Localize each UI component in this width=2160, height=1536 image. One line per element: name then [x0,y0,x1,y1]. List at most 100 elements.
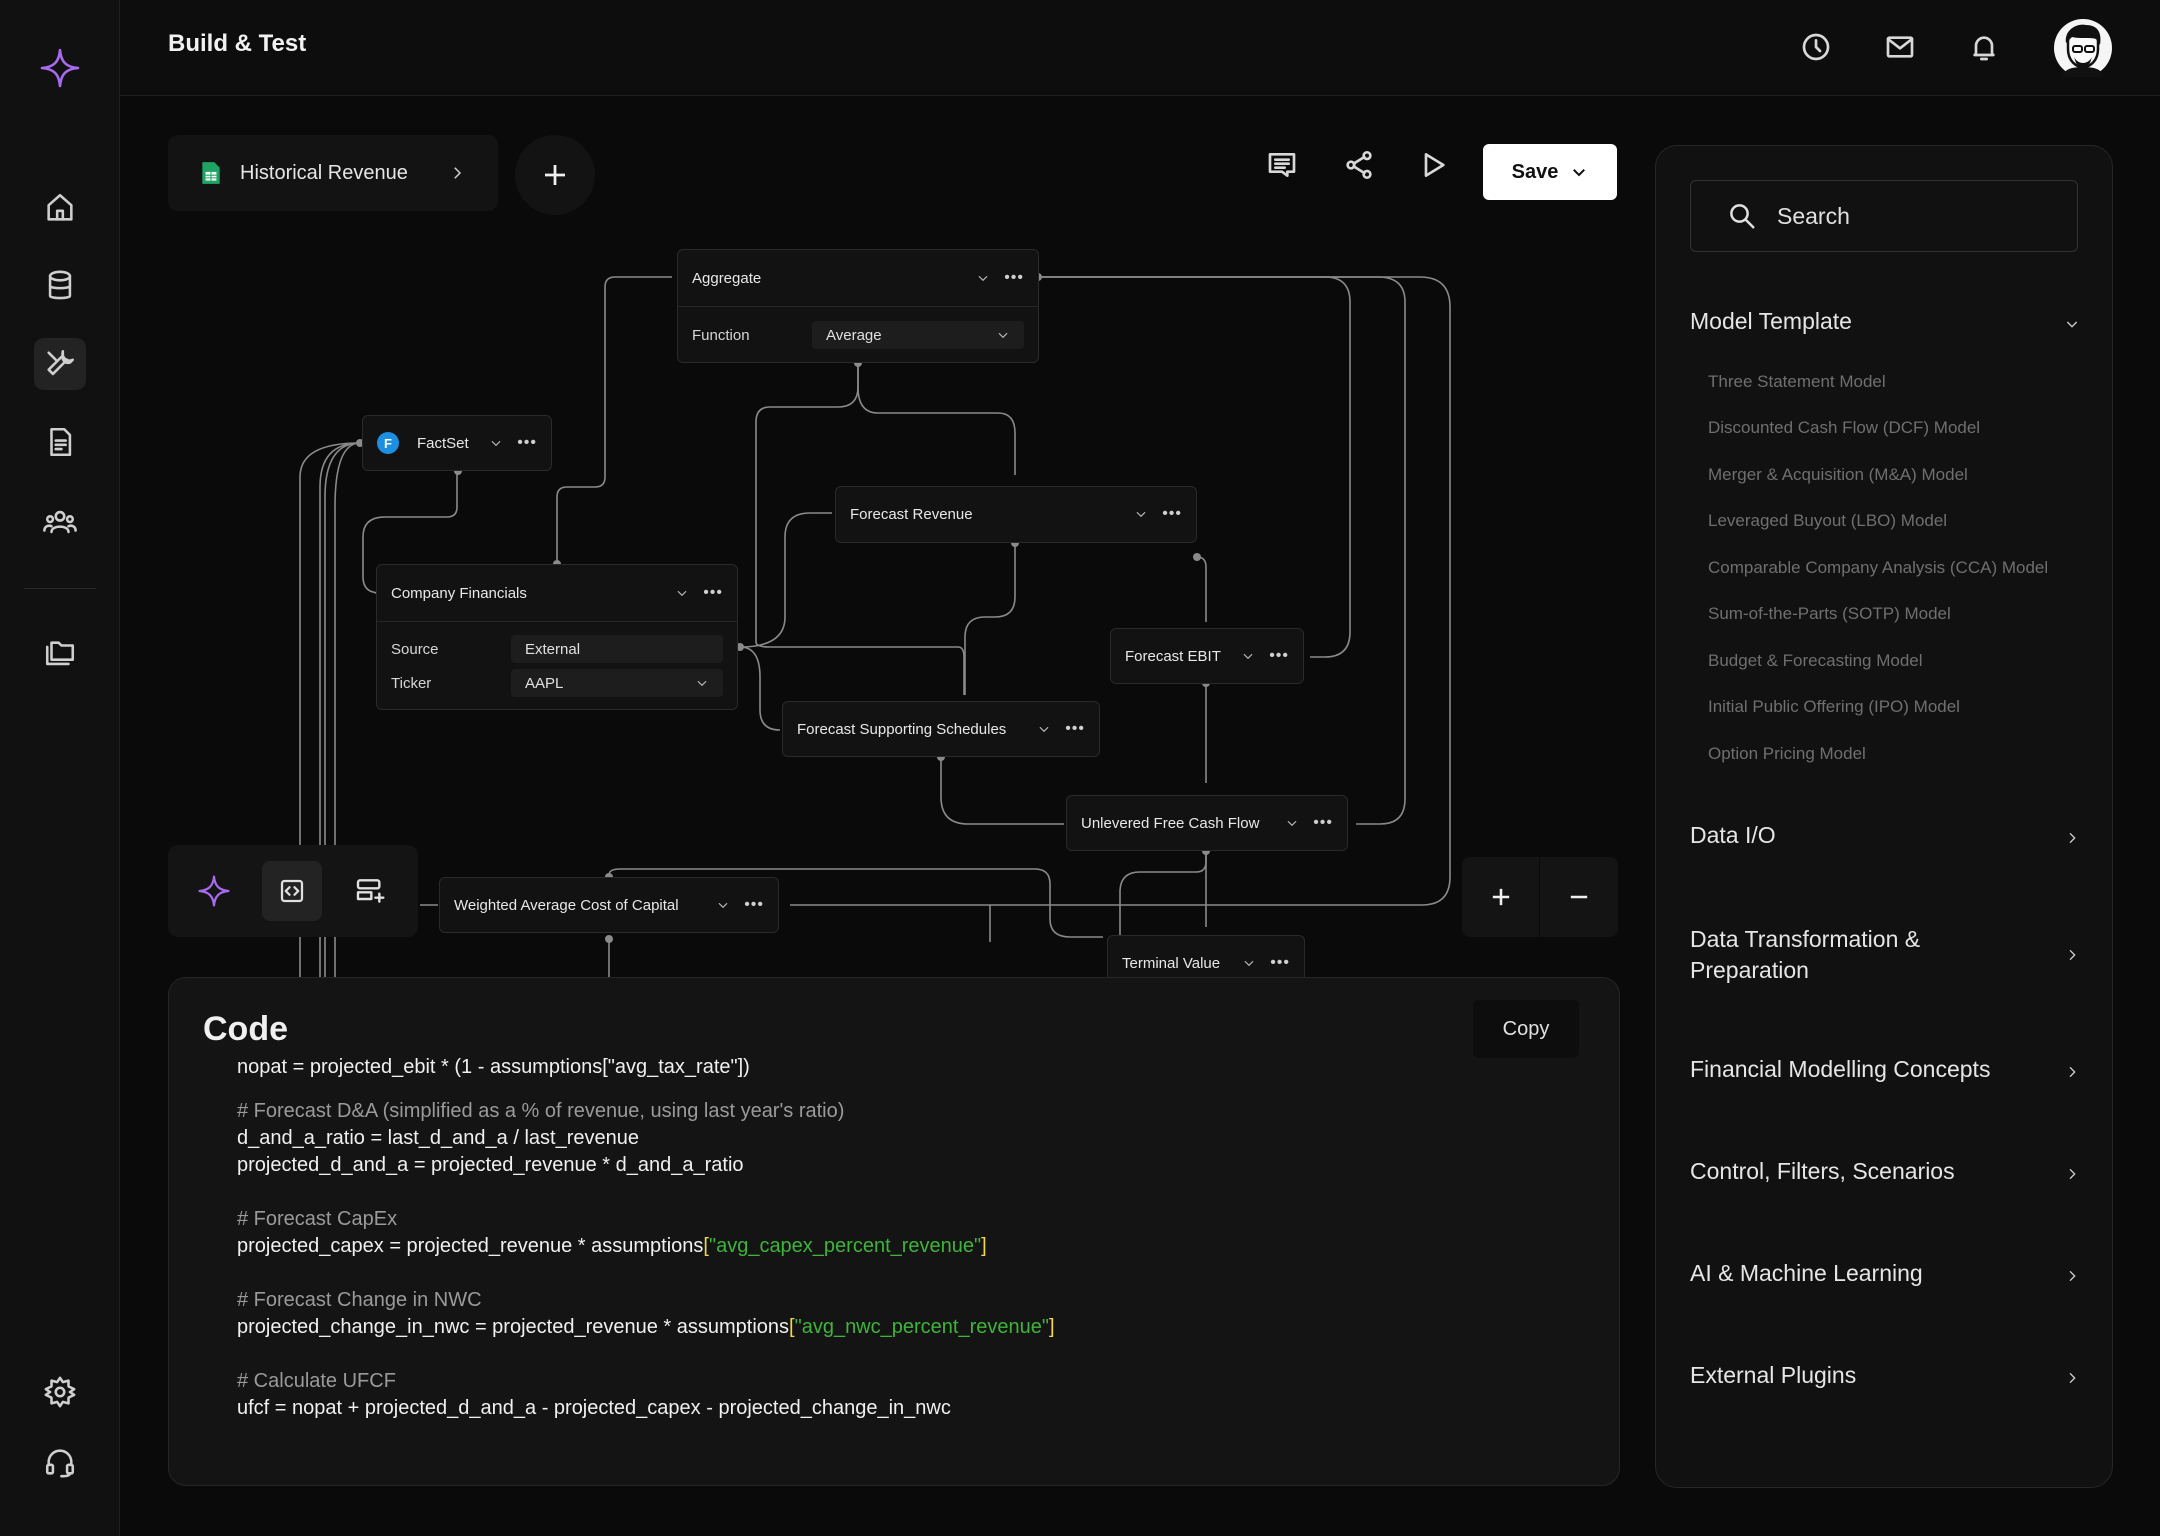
copy-button[interactable]: Copy [1473,1000,1579,1058]
search-input[interactable]: Search [1690,180,2078,252]
sidebar-item-home[interactable] [34,182,86,234]
code-icon [280,879,304,903]
chevron-down-icon[interactable] [1285,816,1299,830]
model-template-item[interactable]: Budget & Forecasting Model [1708,651,1923,670]
node-company-financials[interactable]: Company Financials ••• Source External T… [376,564,738,710]
section-title: Financial Modelling Concepts [1690,1056,1991,1082]
code-view-button[interactable] [262,861,322,921]
chevron-down-icon [998,332,1008,339]
sidebar-item-settings[interactable] [34,1366,86,1418]
chevron-right-icon [454,167,462,179]
chevron-down-icon [1573,169,1586,177]
run-button[interactable] [1412,143,1456,187]
node-title: Terminal Value [1122,954,1221,972]
more-icon[interactable]: ••• [1162,505,1182,522]
ai-assist-button[interactable] [184,861,244,921]
chevron-down-icon[interactable] [1037,722,1051,736]
chevron-down-icon[interactable] [1134,507,1148,521]
node-forecast-revenue[interactable]: Forecast Revenue ••• [835,486,1197,543]
chevron-down-icon[interactable] [675,586,689,600]
model-template-item[interactable]: Merger & Acquisition (M&A) Model [1708,465,1968,484]
source-field[interactable]: External [511,635,723,663]
zoom-in-button[interactable] [1462,857,1540,937]
chevron-down-icon[interactable] [489,436,503,450]
source-chip[interactable]: Historical Revenue [168,135,498,211]
code-panel: Code Copy nopat = projected_ebit * (1 - … [168,977,1620,1486]
more-icon[interactable]: ••• [1004,269,1024,286]
node-aggregate[interactable]: Aggregate ••• Function Average [677,249,1039,363]
comments-button[interactable] [1260,143,1304,187]
flow-canvas[interactable]: Historical Revenue Save Aggregate ••• Fu… [120,97,1640,1536]
function-select[interactable]: Average [812,321,1024,349]
node-factset[interactable]: F FactSet ••• [362,415,552,471]
users-icon [43,510,77,534]
add-row-button[interactable] [340,861,400,921]
chevron-down-icon[interactable] [1241,649,1255,663]
avatar[interactable] [2054,19,2112,77]
zoom-divider [1539,857,1540,937]
model-template-item[interactable]: Comparable Company Analysis (CCA) Model [1708,558,2049,577]
node-forecast-ebit[interactable]: Forecast EBIT ••• [1110,628,1304,684]
more-icon[interactable]: ••• [1270,954,1290,971]
model-template-item[interactable]: Option Pricing Model [1708,744,1866,763]
search-icon [1730,204,1755,229]
chevron-down-icon[interactable] [976,271,990,285]
more-icon[interactable]: ••• [744,896,764,913]
share-icon [1346,151,1372,179]
headset-icon [45,1449,75,1478]
spreadsheet-icon [202,162,220,184]
model-template-item[interactable]: Three Statement Model [1708,372,1886,391]
chevron-down-icon[interactable] [1242,956,1256,970]
sidebar-item-files[interactable] [34,628,86,680]
ticker-select[interactable]: AAPL [511,669,723,697]
chevron-right-icon [2069,1066,2076,1078]
sidebar-item-database[interactable] [34,260,86,312]
more-icon[interactable]: ••• [1065,720,1085,737]
user-avatar-icon [2062,24,2104,77]
more-icon[interactable]: ••• [1269,647,1289,664]
code-editor[interactable]: nopat = projected_ebit * (1 - assumption… [169,1056,1621,1488]
database-icon [48,270,72,300]
node-wacc[interactable]: Weighted Average Cost of Capital ••• [439,877,779,933]
page-title: Build & Test [168,30,307,57]
chevron-down-icon [697,680,707,687]
chevron-down-icon[interactable] [716,898,730,912]
comment-icon [1268,153,1296,177]
folders-icon [45,641,75,666]
chevron-right-icon [2069,1168,2076,1180]
section-financial-modelling-concepts[interactable]: Financial Modelling Concepts [1690,1056,2080,1088]
more-icon[interactable]: ••• [1313,814,1333,831]
code-line: projected_change_in_nwc = projected_reve… [237,1316,1055,1338]
model-template-item[interactable]: Discounted Cash Flow (DCF) Model [1708,418,1981,437]
add-node-button[interactable] [515,135,595,215]
section-control-filters-scenarios[interactable]: Control, Filters, Scenarios [1690,1158,2080,1190]
brand-logo-icon[interactable] [40,48,80,88]
sidebar-item-support[interactable] [34,1436,86,1488]
search-placeholder: Search [1777,202,1850,229]
history-button[interactable] [1793,24,1839,70]
save-button-label: Save [1511,160,1559,183]
share-button[interactable] [1337,143,1381,187]
code-comment: # Calculate UFCF [237,1370,396,1392]
wrench-icon [47,349,75,376]
more-icon[interactable]: ••• [703,584,723,601]
section-external-plugins[interactable]: External Plugins [1690,1362,2080,1394]
more-icon[interactable]: ••• [517,434,537,451]
section-data-io[interactable]: Data I/O [1690,822,2080,854]
sidebar-item-build[interactable] [34,338,86,390]
model-template-item[interactable]: Leveraged Buyout (LBO) Model [1708,511,1948,530]
section-model-template[interactable]: Model Template [1690,308,2080,340]
sidebar-item-documents[interactable] [34,416,86,468]
messages-button[interactable] [1877,24,1923,70]
sidebar-item-team[interactable] [34,496,86,548]
model-template-item[interactable]: Sum-of-the-Parts (SOTP) Model [1708,604,1951,623]
node-forecast-supporting-schedules[interactable]: Forecast Supporting Schedules ••• [782,701,1100,757]
save-button[interactable]: Save [1483,144,1617,200]
node-unlevered-free-cash-flow[interactable]: Unlevered Free Cash Flow ••• [1066,795,1348,851]
model-template-item[interactable]: Initial Public Offering (IPO) Model [1708,697,1960,716]
zoom-out-button[interactable] [1540,857,1618,937]
section-data-transformation[interactable]: Data Transformation & Preparation [1690,924,2080,986]
notifications-button[interactable] [1961,24,2007,70]
plus-icon [1492,888,1510,906]
section-ai-machine-learning[interactable]: AI & Machine Learning [1690,1260,2080,1292]
